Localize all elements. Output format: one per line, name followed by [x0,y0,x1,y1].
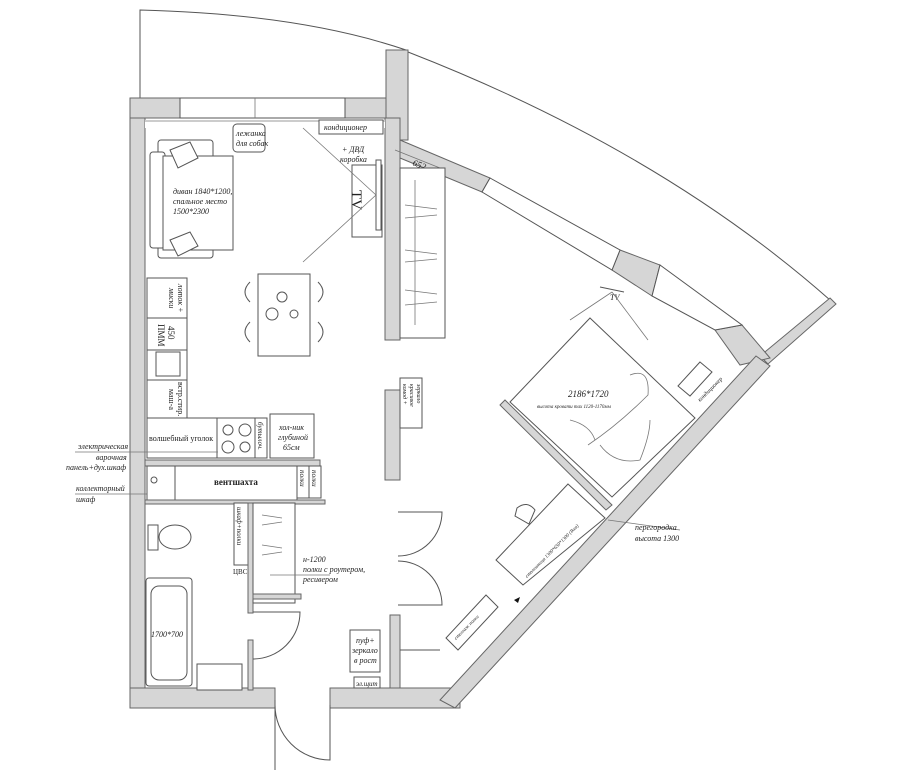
fridge-label-3: 65см [283,443,300,452]
sofa-label: диван 1840*1200, [173,187,232,196]
bed-height-label: высота кровати max 1120-1170мм [537,405,612,410]
bed [509,317,696,498]
dishwasher-label: ПММ [156,324,166,347]
vent-shaft-label: вентшахта [214,477,258,487]
dresser-label-2: красивое [408,384,414,407]
bed-size-label: 2186*1720 [568,389,609,399]
north-wall-left [129,97,181,119]
partition [499,399,613,511]
loggia-outline [139,9,407,100]
magic-corner-label: волшебный уголок [149,434,213,443]
pouf-label-2: зеркало [351,646,378,655]
entrance-door[interactable] [274,700,331,770]
box-label: коробка [340,155,367,164]
router-label-3: ресивером [302,575,338,584]
kitchen-bath-wall [144,459,321,467]
sofa [149,139,234,259]
sofa-label-3: 1500*2300 [173,207,209,216]
shelves-label-a: полки [298,470,306,487]
bedroom-ac-unit [677,361,713,397]
living-window [179,97,346,119]
partition-label: перегородка [635,523,677,532]
panel-label: эл.щит [356,680,378,688]
bathroom-door[interactable] [252,611,301,660]
toilet [147,524,192,551]
dresser-label: комод + [401,384,408,405]
washer-label-box: встр.стир. маш-а [167,381,185,417]
dishwasher-size: 450 [166,326,176,340]
west-wall [129,97,146,709]
south-wall-left [129,687,276,709]
sofa-label-2: спальное место [173,197,227,206]
bedroom-pier [611,249,661,297]
manifold-label-2: шкаф [76,495,96,504]
dresser [399,377,423,429]
fridge-label-2: глубиной [278,433,308,442]
bedroom-corner-wall [714,324,771,366]
pouf-label-3: в рост [354,656,377,665]
manifold-cabinet [146,465,176,501]
partition-wall-middle [384,389,401,481]
balcony-end-wall [759,297,837,365]
fridge [269,413,315,459]
bathtub-label: 1700*700 [151,630,183,639]
balcony-arc [407,51,831,301]
dog-bed [232,123,266,153]
bedroom-window-1 [481,177,621,271]
shelves-label-b: полки [310,470,318,487]
router-label-2: полки с роутером, [303,565,365,574]
air-conditioner-unit [318,119,384,135]
tv-label: TV [348,190,364,210]
water-heater-label: ЦВС [233,568,248,576]
hob-label: электрическая [78,442,128,451]
dog-bed-label: лежанка [235,129,266,138]
litter-label: лоток + миски [167,283,185,313]
bedroom-door-upper[interactable] [397,511,443,557]
fridge-label: хол-ник [278,423,304,432]
partition-wall-lower [389,614,401,691]
dresser-label-3: зеркало [415,383,421,403]
bedroom-tv [599,286,625,293]
bedroom-tv-label: TV [610,293,620,302]
south-wall-right [329,687,461,709]
partition-height-label: высота 1300 [635,534,679,543]
rack [445,594,499,651]
shelf-unit-b [308,465,322,499]
kitchen-cabinets [146,277,315,459]
tv-screen [375,159,382,231]
socket-icon [514,597,520,603]
bedroom-diagonal-wall [439,355,771,709]
dining-table [244,273,324,357]
washbasin [196,663,243,691]
pouf-mirror [349,629,381,673]
router-label: н-1200 [303,555,326,564]
wardrobe [399,167,446,339]
vent-shaft [174,465,298,501]
bottle-rack-label: бутылоч. [256,422,264,450]
air-conditioner-label: кондиционер [324,123,367,132]
closet-wall [247,502,254,614]
bathtub [145,577,193,687]
bath-door-wall [247,639,254,691]
litter-label-box: лоток + миски [167,283,185,313]
sink [155,351,181,377]
manifold-label: коллекторный [76,484,125,493]
dvd-label: + ДВД [342,145,365,154]
closet-shelf-wall [252,593,302,600]
pouf-label: пуф+ [356,636,375,645]
washer-label: встр.стир. маш-а [167,381,185,417]
desk [495,483,606,586]
bedroom-window-2 [651,264,744,331]
bedroom-door-lower[interactable] [397,560,443,606]
dog-bed-label-2: для собак [236,139,269,148]
hob-label-3: панель+дух.шкаф [66,463,126,472]
electrical-panel [353,676,381,689]
hob [216,417,256,459]
hob-label-2: варочная [96,453,127,462]
wardrobe-shelves-label: шкаф+полки [235,507,243,546]
